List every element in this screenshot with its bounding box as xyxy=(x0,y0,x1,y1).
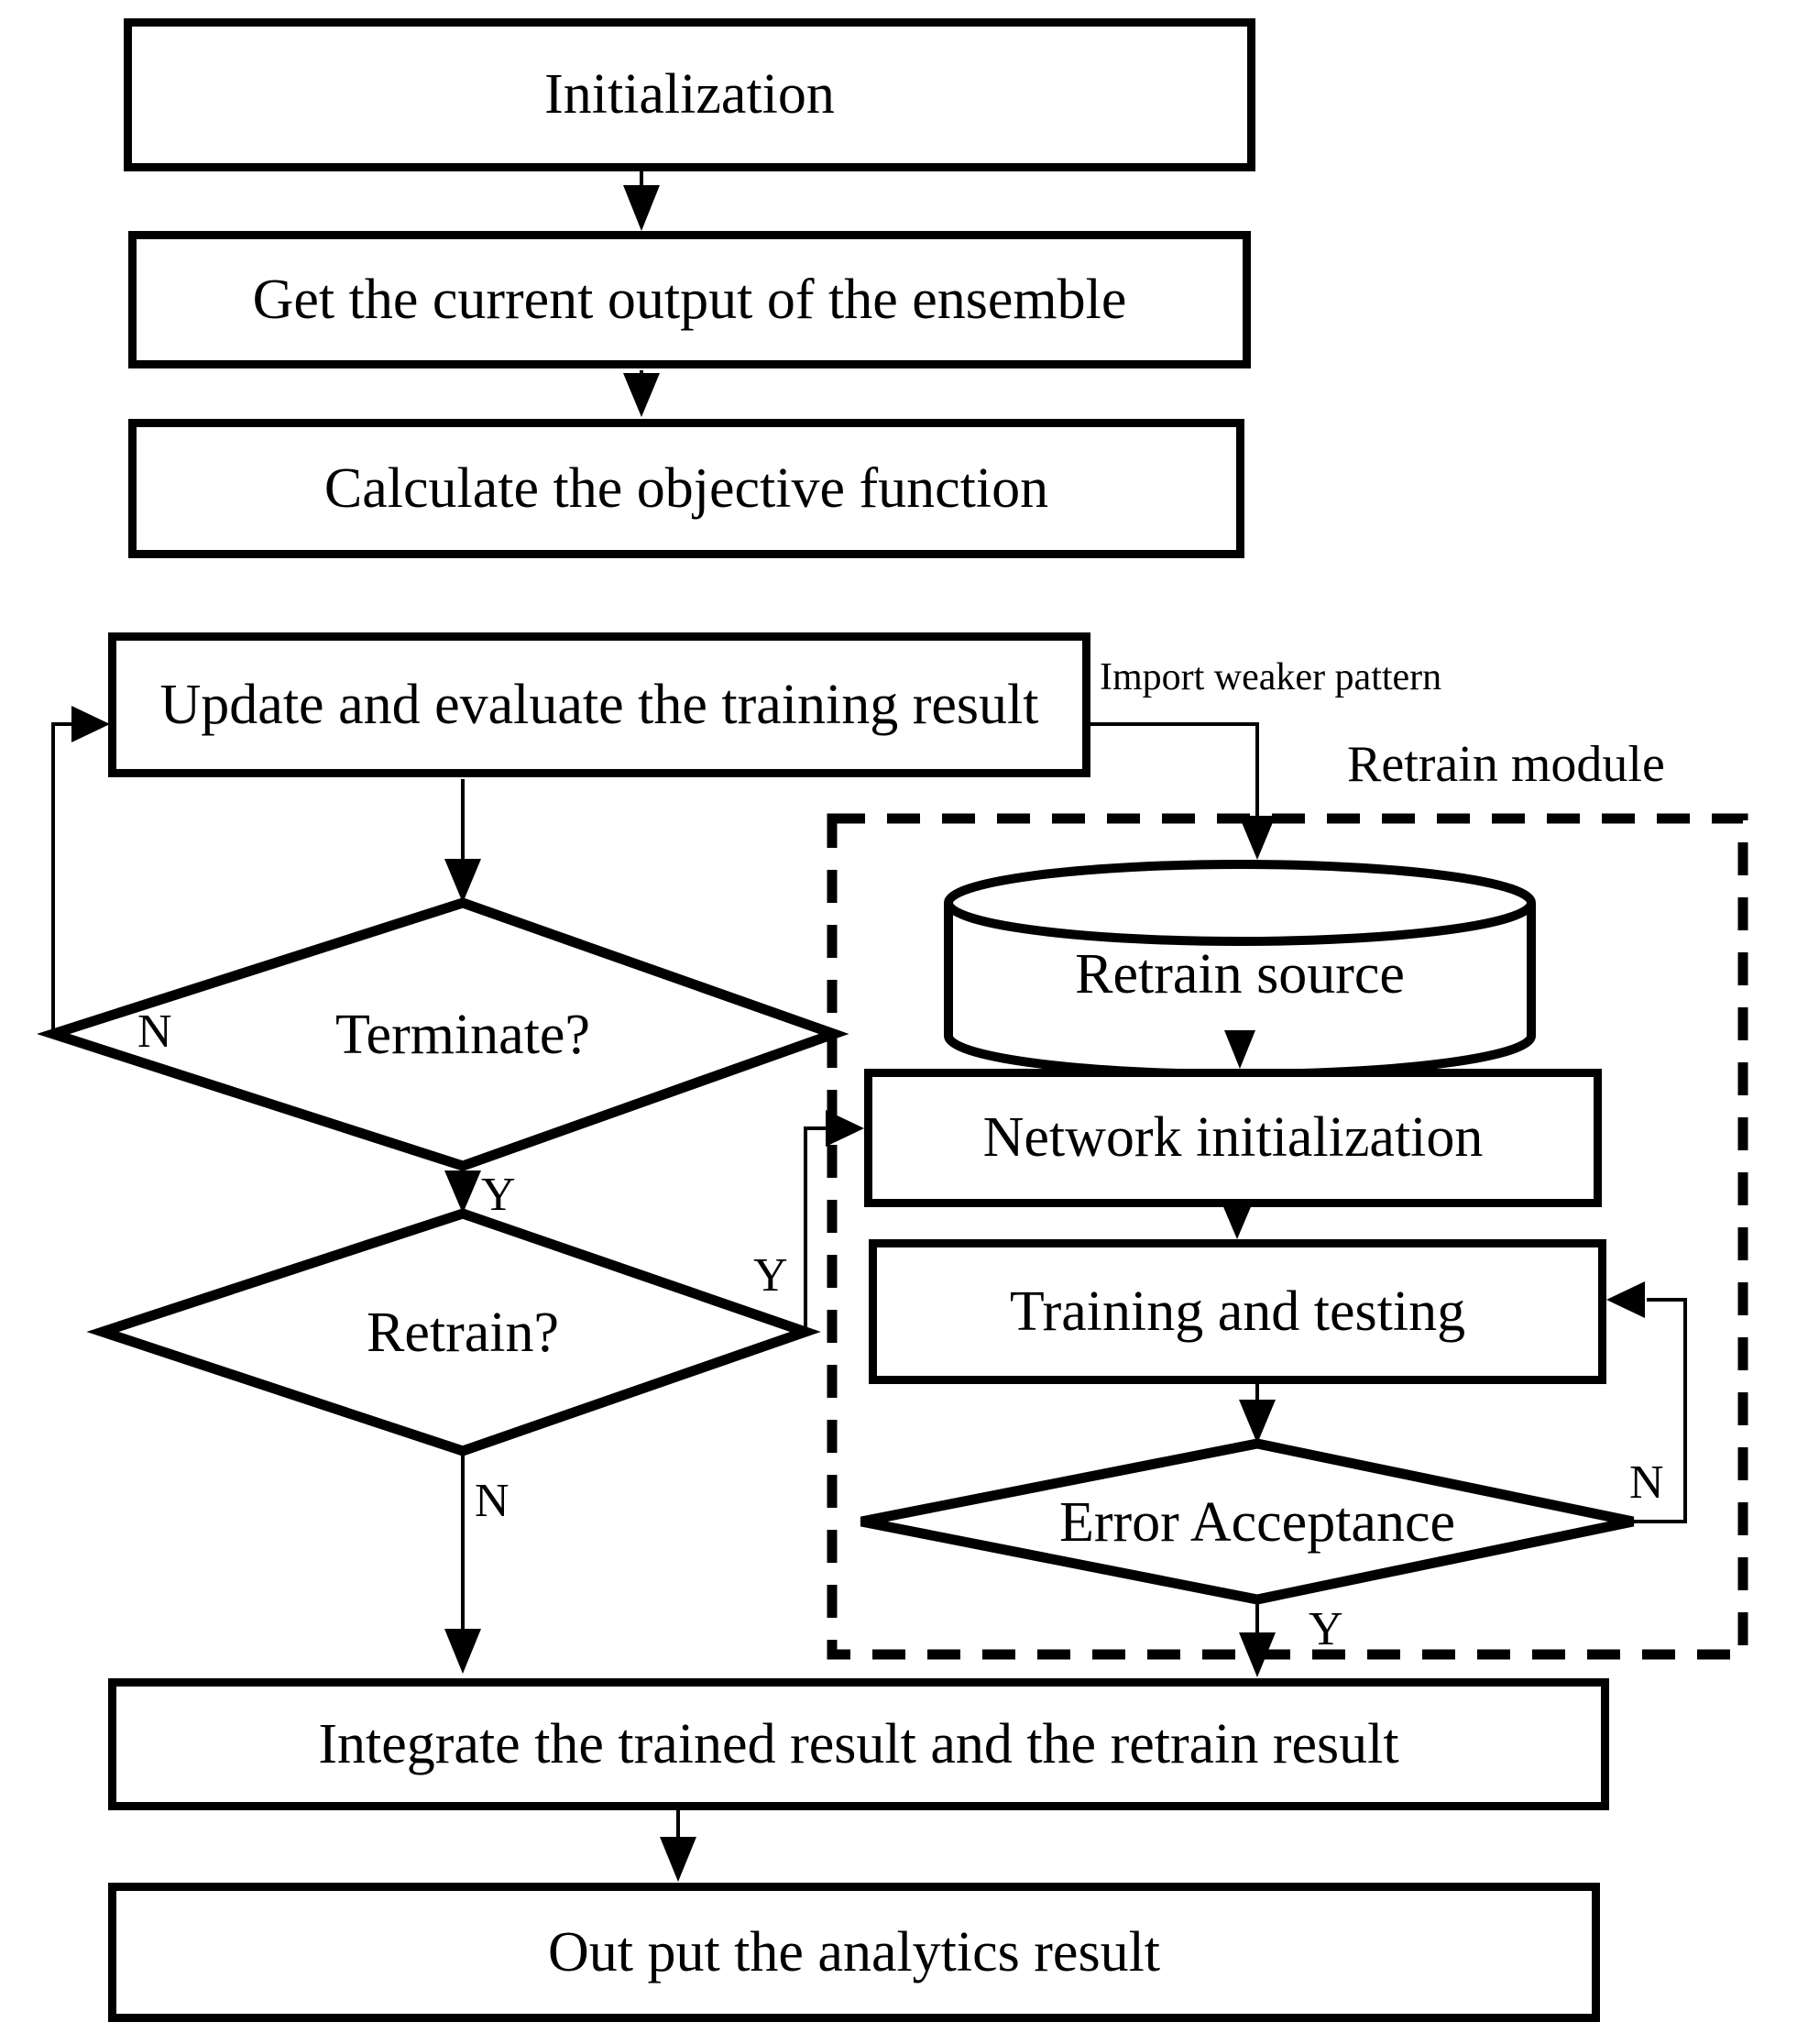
training-testing-box: Training and testing xyxy=(869,1239,1606,1384)
init-label: Initialization xyxy=(544,63,835,126)
integrate-box: Integrate the trained result and the ret… xyxy=(108,1678,1609,1810)
init-box: Initialization xyxy=(124,18,1255,171)
retrain-diamond-label: Retrain? xyxy=(366,1301,559,1364)
arrow-integrate-to-output xyxy=(660,1810,696,1882)
calc-objective-box: Calculate the objective function xyxy=(128,419,1244,558)
retrain-source-cylinder xyxy=(944,860,1536,1079)
output-box: Out put the analytics result xyxy=(108,1883,1600,2022)
arrow-retrain-yes xyxy=(804,1110,864,1332)
arrow-update-to-terminate xyxy=(444,779,481,903)
arrow-retrain-no xyxy=(444,1451,481,1674)
network-init-label: Network initialization xyxy=(982,1106,1484,1170)
update-evaluate-label: Update and evaluate the training result xyxy=(159,673,1039,736)
arrow-network-init-to-training xyxy=(1222,1203,1253,1239)
error-yes-label: Y xyxy=(1309,1603,1343,1655)
get-output-label: Get the current output of the ensemble xyxy=(252,268,1127,331)
arrow-init-to-get-output xyxy=(623,171,660,231)
arrow-training-to-error xyxy=(1239,1384,1276,1444)
terminate-yes-label: Y xyxy=(481,1169,516,1221)
retrain-yes-label: Y xyxy=(753,1249,788,1302)
arrow-import-weaker-pattern xyxy=(1090,722,1276,860)
update-evaluate-box: Update and evaluate the training result xyxy=(108,632,1090,777)
output-label: Out put the analytics result xyxy=(547,1920,1161,1984)
retrain-diamond xyxy=(86,1208,821,1456)
retrain-source-label: Retrain source xyxy=(1075,942,1405,1006)
arrow-error-yes xyxy=(1239,1599,1276,1677)
terminate-diamond-label: Terminate? xyxy=(335,1003,590,1066)
error-acceptance-label: Error Acceptance xyxy=(1058,1490,1455,1554)
terminate-no-label: N xyxy=(137,1006,172,1058)
import-weaker-pattern-label: Import weaker pattern xyxy=(1100,656,1442,698)
retrain-no-label: N xyxy=(475,1475,510,1527)
arrow-terminate-no-loop xyxy=(51,706,110,1034)
error-acceptance-diamond xyxy=(860,1438,1635,1605)
retrain-module-dashed-border xyxy=(827,813,1748,1660)
arrow-source-to-network-init xyxy=(1224,1030,1255,1069)
arrow-error-no-loop xyxy=(1606,1281,1687,1523)
terminate-diamond xyxy=(37,897,849,1171)
training-testing-label: Training and testing xyxy=(1009,1280,1466,1343)
network-init-box: Network initialization xyxy=(864,1069,1602,1207)
calc-objective-label: Calculate the objective function xyxy=(323,456,1049,520)
arrow-terminate-yes xyxy=(444,1166,481,1214)
retrain-module-label: Retrain module xyxy=(1347,736,1665,793)
error-no-label: N xyxy=(1629,1456,1664,1509)
get-output-box: Get the current output of the ensemble xyxy=(128,231,1251,368)
integrate-label: Integrate the trained result and the ret… xyxy=(318,1712,1399,1775)
arrow-get-output-to-calc xyxy=(623,370,660,417)
